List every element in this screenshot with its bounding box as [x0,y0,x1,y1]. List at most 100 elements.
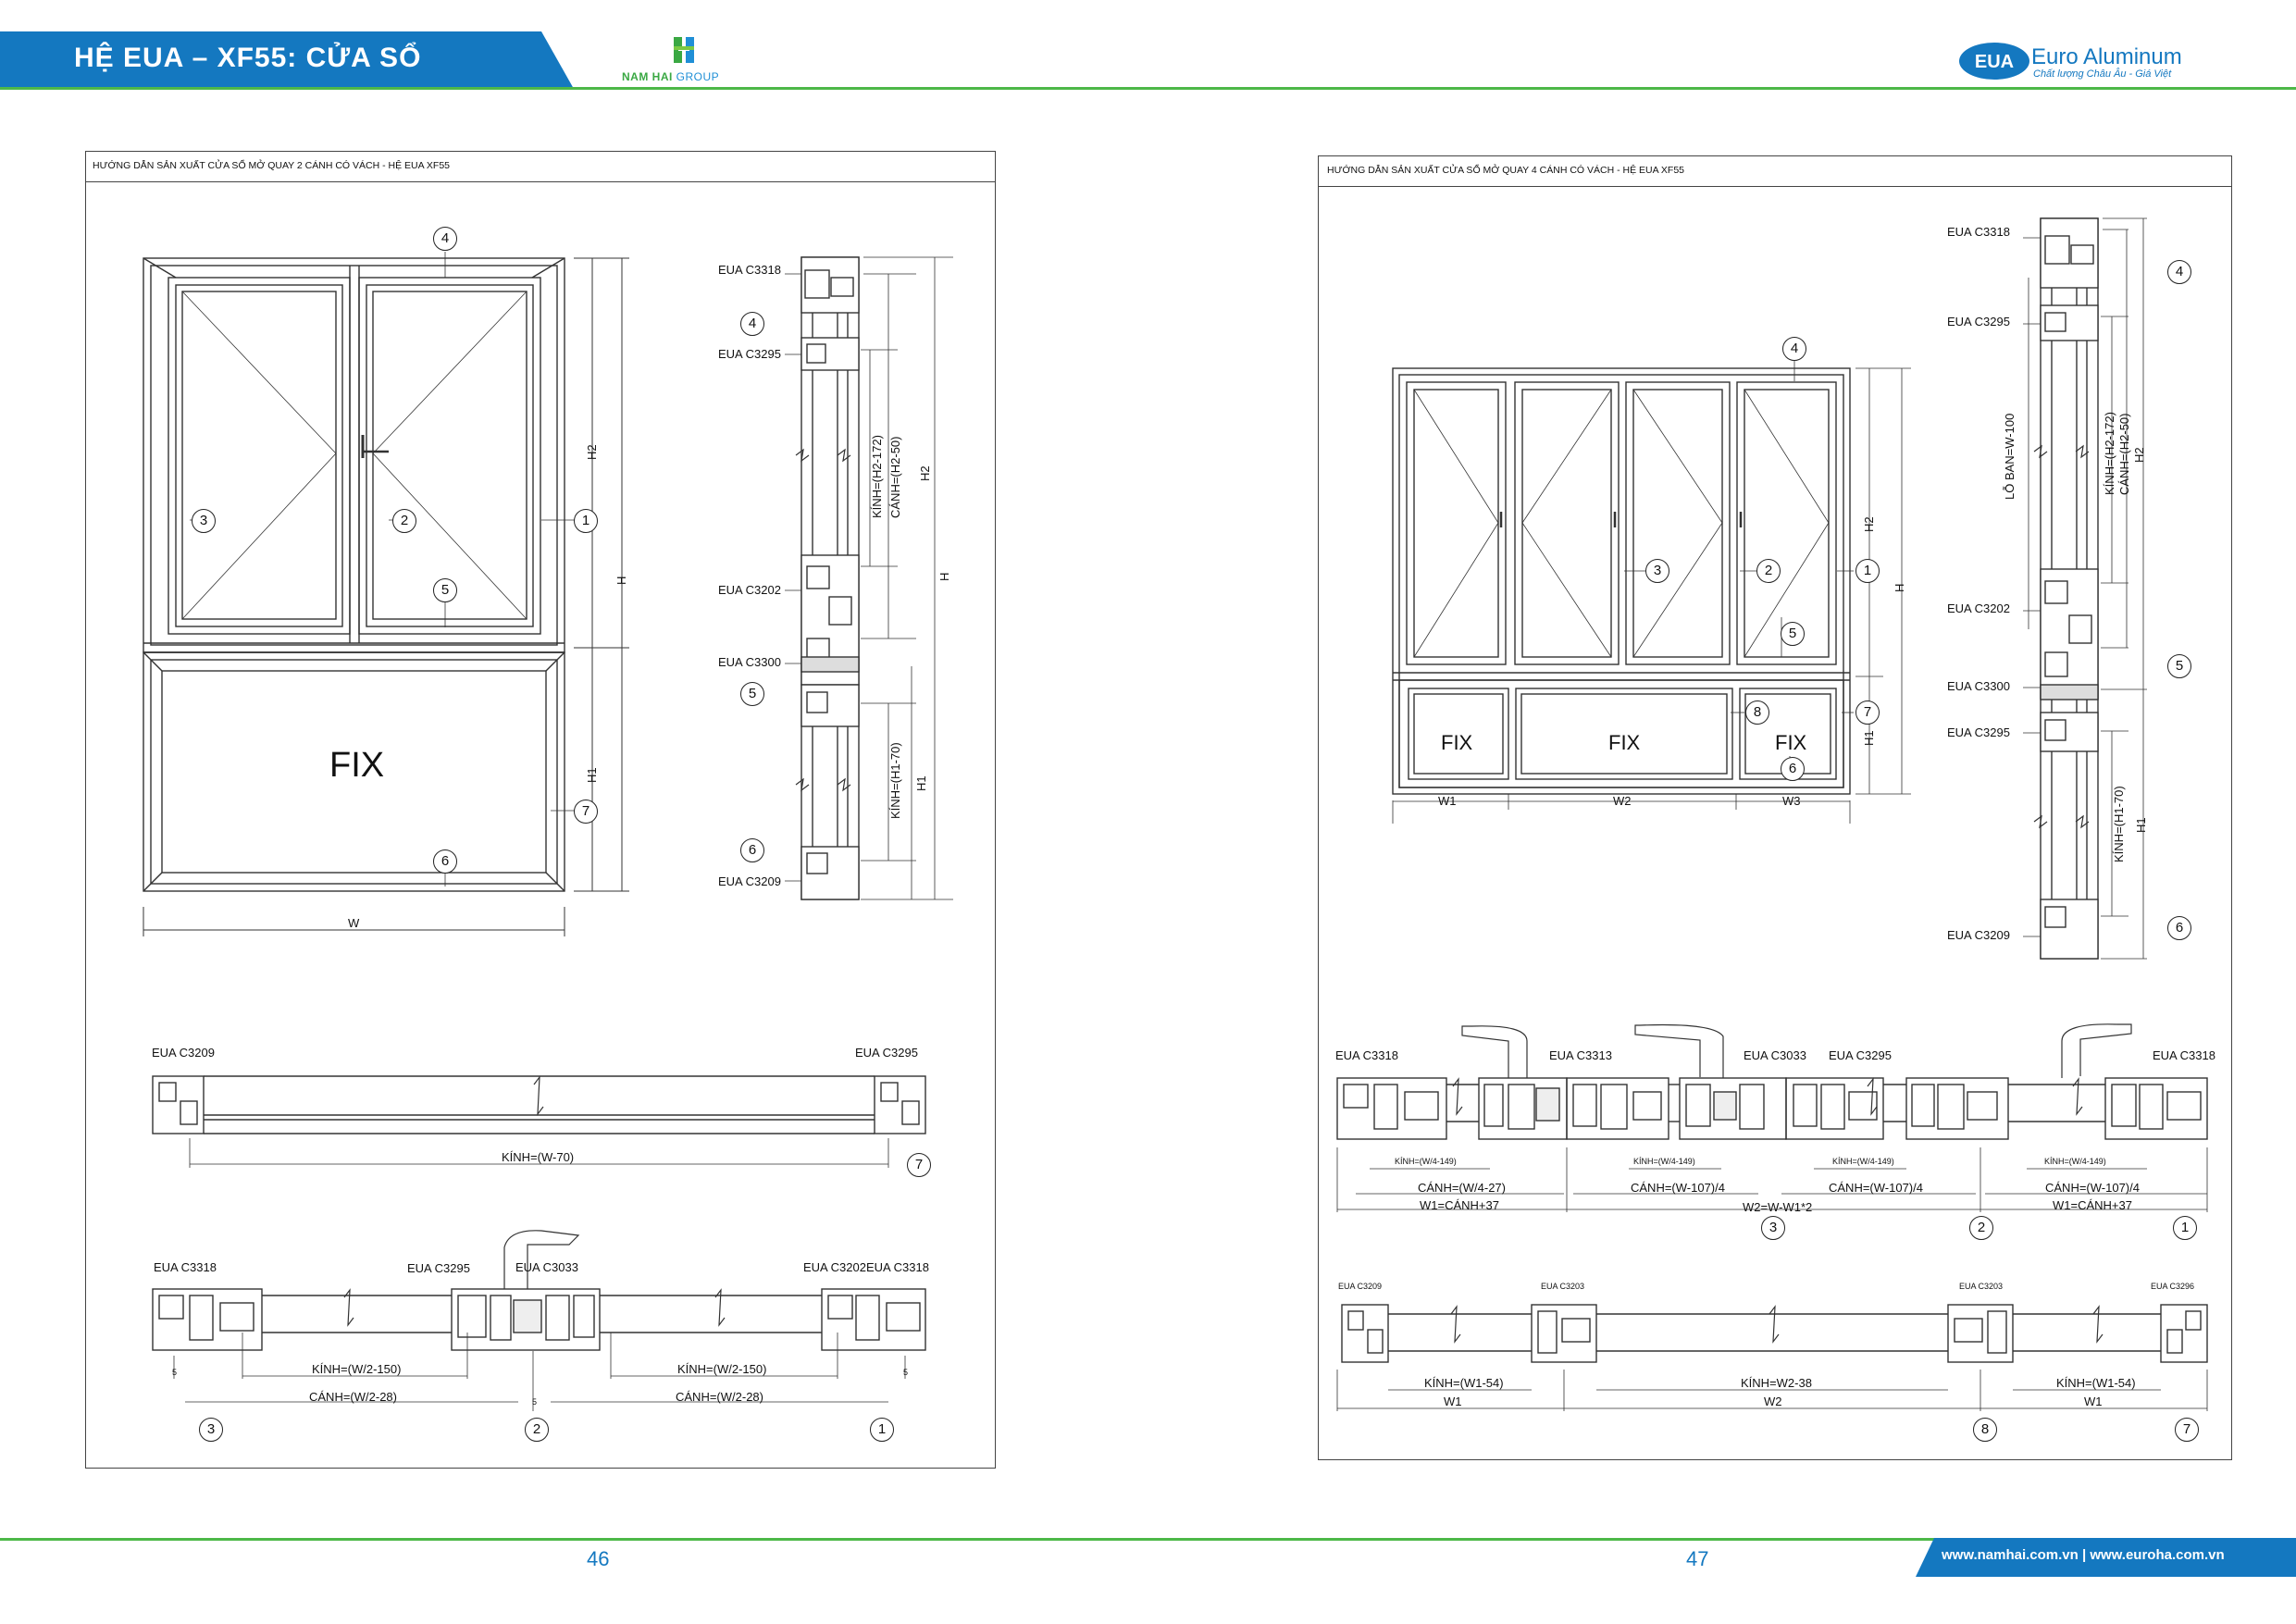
dim-h2: H2 [585,444,599,460]
right-panel-title-rule [1318,186,2232,187]
sec-label-bottom: EUA C3209 [718,874,781,888]
sash-plan-callout-3: 3 [199,1418,223,1442]
sec-glass-h2: KÍNH=(H2-172) [870,435,884,518]
r-fix-plan-label-2: EUA C3203 [1541,1282,1585,1291]
r-sec-h1: H1 [2134,817,2148,833]
dim-h1: H1 [585,767,599,783]
r-sec-callout-4: 4 [2167,260,2191,284]
footer-band [1916,1538,2296,1577]
left-panel-title: HƯỚNG DẪN SẢN XUẤT CỬA SỔ MỞ QUAY 2 CÁNH… [93,160,451,171]
left-elevation-drawing [143,252,629,936]
r-fix-plan-w2: W2 [1764,1395,1782,1408]
r-sec-label-top: EUA C3318 [1947,225,2010,239]
r-callout-6: 6 [1781,757,1805,781]
sec-label-sash-top: EUA C3295 [718,347,781,361]
eua-badge-text: EUA [1975,52,2014,72]
r-fix-plan-callout-8: 8 [1973,1418,1997,1442]
left-fix-plan-section [152,1075,926,1168]
left-sash-plan-section [152,1230,926,1411]
r-sec-glass-h2: KÍNH=(H2-172) [2103,412,2116,495]
r-sec-callout-6: 6 [2167,916,2191,940]
dim-w: W [348,916,360,930]
sec-callout-6: 6 [740,838,764,862]
page-title: HỆ EUA – XF55: CỬA SỔ [74,43,422,73]
r-sec-label-mullion: EUA C3300 [1947,679,2010,693]
footer-green-rule-right [1203,1538,2296,1541]
callout-7: 7 [574,800,598,824]
r-sash-plan-label-3: EUA C3033 [1744,1048,1806,1062]
callout-6: 6 [433,849,457,874]
r-sec-glass-h1: KÍNH=(H1-70) [2112,786,2126,862]
sash-plan-sash-left: CÁNH=(W/2-28) [309,1390,397,1404]
footer-green-rule-left [0,1538,1203,1541]
r-fix-plan-callout-7: 7 [2175,1418,2199,1442]
r-fix-plan-glass-b: KÍNH=W2-38 [1741,1376,1812,1390]
r-sash-glass-d: KÍNH=(W/4-149) [2044,1157,2106,1166]
sec-h: H [937,572,951,581]
r-sec-label-bottom: EUA C3209 [1947,928,2010,942]
sash-plan-label-3: EUA C3033 [515,1260,578,1274]
sec-h2: H2 [918,465,932,481]
r-fix-plan-w1-right: W1 [2084,1395,2103,1408]
r-sash-plan-label-5: EUA C3318 [2153,1048,2215,1062]
r-sash-plan-label-2: EUA C3313 [1549,1048,1612,1062]
r-callout-1: 1 [1855,559,1880,583]
nam-hai-logo-sub: GROUP [676,70,720,83]
right-drawing-panel [1318,155,2232,1460]
callout-5: 5 [433,578,457,602]
sec-callout-5: 5 [740,682,764,706]
r-sash-callout-1: 1 [2173,1216,2197,1240]
r-sash-plan-label-4: EUA C3295 [1829,1048,1892,1062]
r-callout-5: 5 [1781,622,1805,646]
left-panel-title-rule [85,181,996,182]
footer-url[interactable]: www.namhai.com.vn | www.euroha.com.vn [1942,1547,2225,1563]
sec-label-sash-bottom: EUA C3202 [718,583,781,597]
sash-plan-5-left: 5 [172,1368,178,1377]
r-sash-glass-a: KÍNH=(W/4-149) [1395,1157,1457,1166]
callout-3: 3 [192,509,216,533]
right-vertical-section [2023,217,2147,960]
r-sash-w1-left: W1=CÁNH+37 [1420,1198,1499,1212]
callout-4: 4 [433,227,457,251]
sash-plan-sash-right: CÁNH=(W/2-28) [676,1390,763,1404]
r-fix-plan-label-3: EUA C3203 [1959,1282,2004,1291]
sec-label-mullion: EUA C3300 [718,655,781,669]
r-sash-plan-label-1: EUA C3318 [1335,1048,1398,1062]
nam-hai-logo-text: NAM HAI GROUP [622,70,719,83]
r-sash-callout-3: 3 [1761,1216,1785,1240]
callout-1: 1 [574,509,598,533]
sec-h1: H1 [914,775,928,791]
sash-plan-callout-1: 1 [870,1418,894,1442]
r-dim-w3: W3 [1782,794,1801,808]
header-band [0,31,574,89]
r-callout-7: 7 [1855,700,1880,725]
r-sash-sash-d: CÁNH=(W-107)/4 [2045,1181,2140,1195]
sash-plan-label-4: EUA C3202 [803,1260,866,1274]
page-number-right: 47 [1686,1547,1709,1570]
nam-hai-logo-main: NAM HAI [622,70,673,83]
r-sash-w2: W2=W-W1*2 [1743,1200,1813,1214]
page-number-left: 46 [587,1547,610,1570]
fix-plan-left-label: EUA C3209 [152,1046,215,1060]
r-sash-sash-a: CÁNH=(W/4-27) [1418,1181,1506,1195]
fix-plan-right-label: EUA C3295 [855,1046,918,1060]
r-callout-2: 2 [1756,559,1781,583]
r-fix-label-3: FIX [1775,731,1807,754]
r-sec-h2: H2 [2132,447,2146,463]
r-sash-callout-2: 2 [1969,1216,1993,1240]
nam-hai-logo-icon [674,37,694,63]
sash-plan-label-2: EUA C3295 [407,1261,470,1275]
right-panel-title: HƯỚNG DẪN SẢN XUẤT CỬA SỔ MỞ QUAY 4 CÁNH… [1327,165,1685,176]
r-fix-plan-glass-a: KÍNH=(W1-54) [1424,1376,1504,1390]
left-vertical-section [785,256,953,900]
r-fix-plan-w1-left: W1 [1444,1395,1462,1408]
left-fix-label: FIX [329,746,385,785]
sash-plan-5-right: 5 [903,1368,909,1377]
callout-2: 2 [392,509,416,533]
sash-plan-label-5: EUA C3318 [866,1260,929,1274]
eua-brand-tagline: Chất lượng Châu Âu - Giá Việt [2033,68,2172,80]
right-sash-plan-section [1336,1023,2208,1212]
sash-plan-5-mid: 5 [532,1397,538,1407]
r-fix-plan-label-4: EUA C3296 [2151,1282,2195,1291]
fix-plan-callout-7: 7 [907,1153,931,1177]
